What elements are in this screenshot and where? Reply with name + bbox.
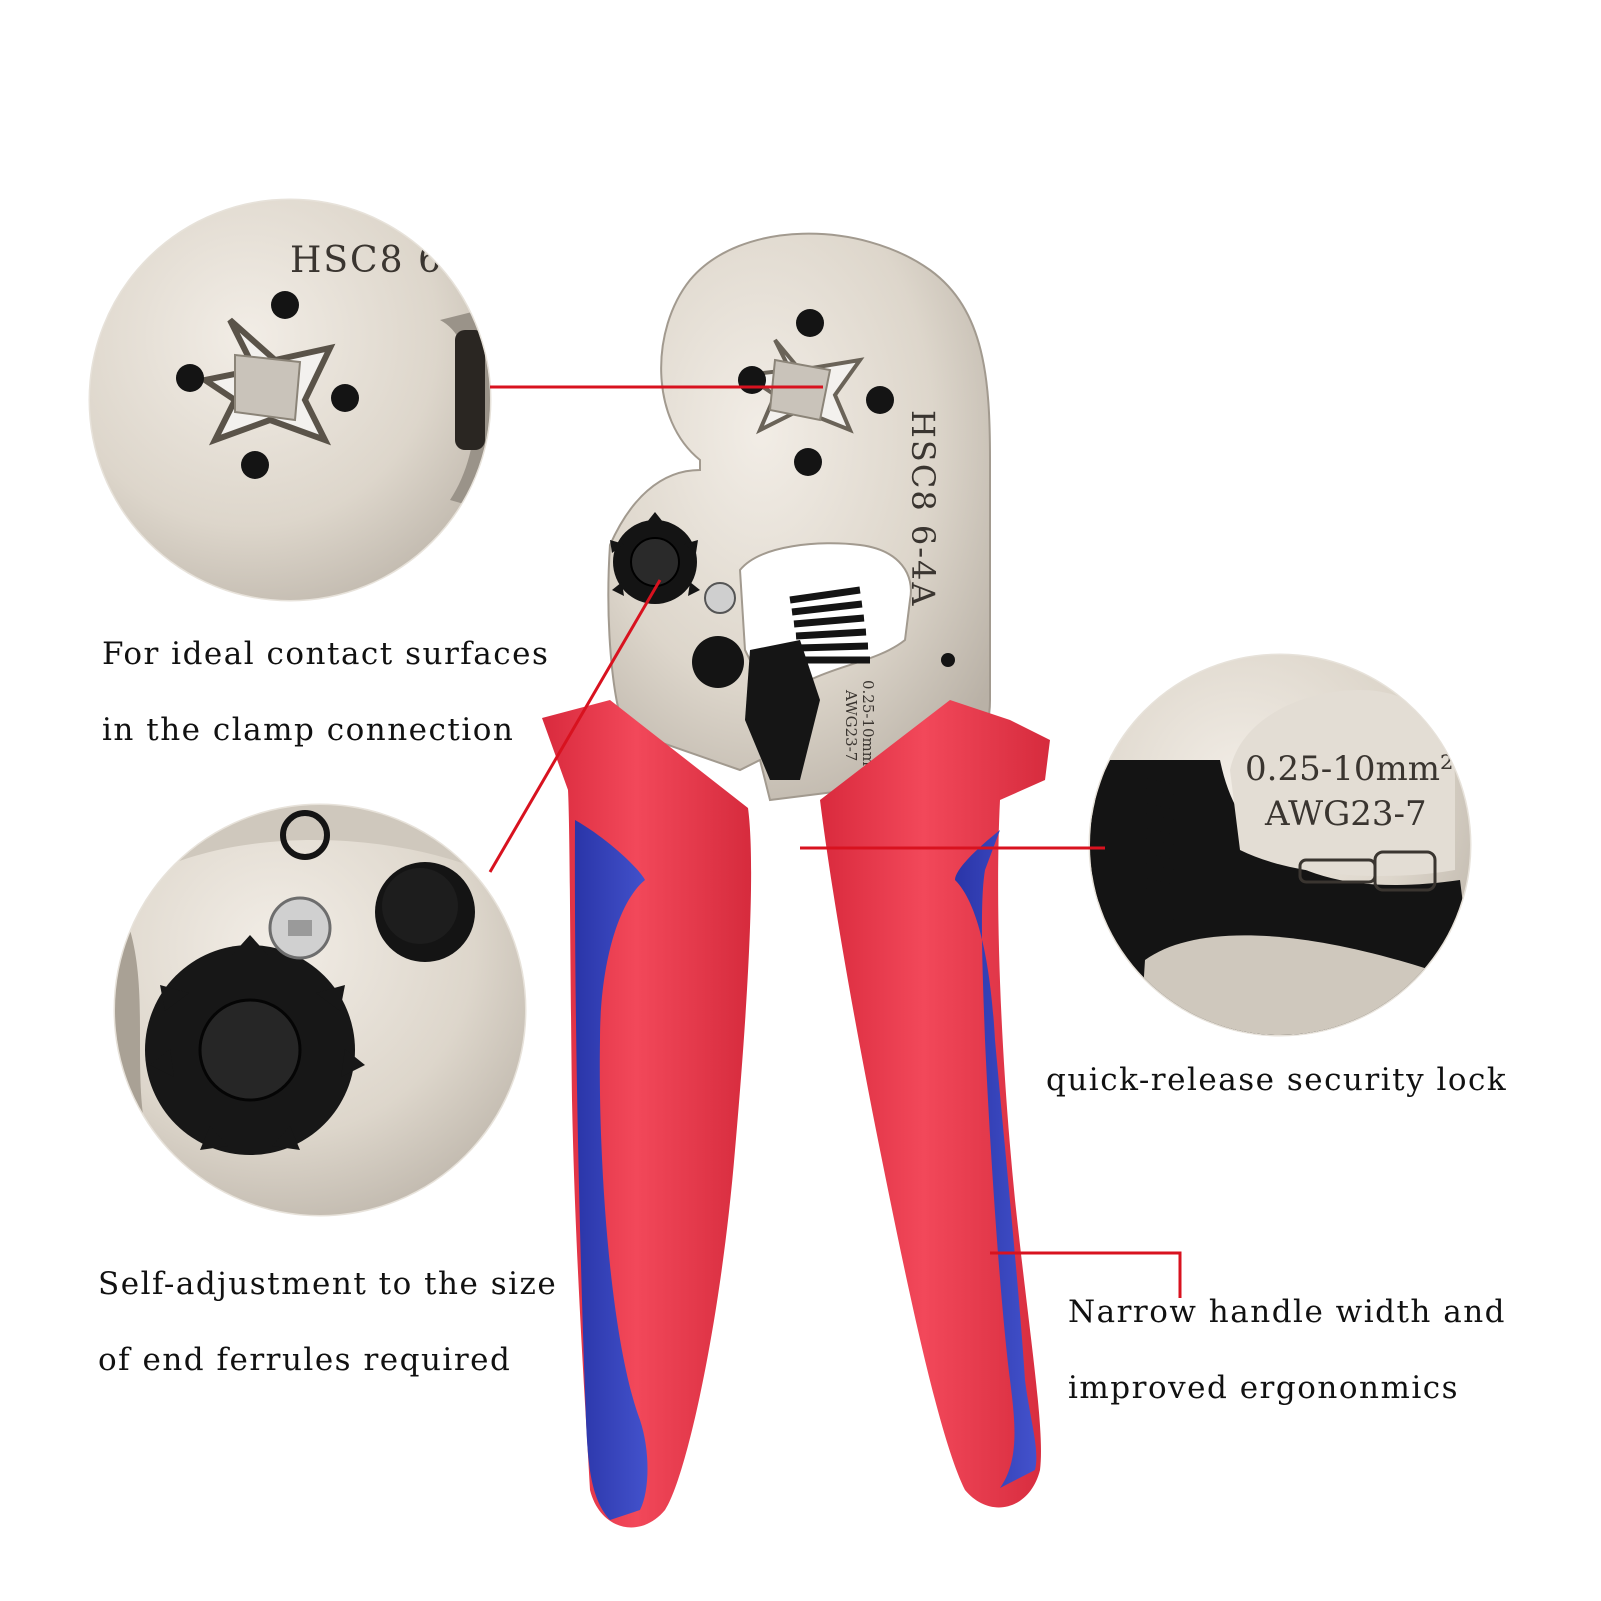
- zoom-adjustment-wheel: [113, 803, 527, 1217]
- zoom-size-marking: 0.25-10mm²: [1245, 749, 1454, 789]
- caption-handle: Narrow handle width and improved ergonon…: [1068, 1274, 1506, 1426]
- ferrule-icon: [1298, 850, 1437, 892]
- caption-handle-line2: improved ergononmics: [1068, 1370, 1460, 1406]
- right-handle: [820, 700, 1050, 1508]
- zoom-awg-marking: AWG23-7: [1264, 794, 1427, 834]
- tool-awg-marking: AWG23-7: [842, 689, 860, 761]
- zoom-spring: [1090, 765, 1177, 920]
- zoom-security-lock: 0.25-10mm² AWG23-7: [1088, 653, 1472, 1037]
- caption-contact-line1: For ideal contact surfaces: [102, 636, 550, 672]
- return-spring: [789, 586, 870, 664]
- zoom-wheel-gear: [145, 935, 365, 1155]
- caption-handle-line1: Narrow handle width and: [1068, 1294, 1507, 1330]
- zoom-crimp-die: HSC8 6: [88, 198, 492, 602]
- caption-contact: For ideal contact surfaces in the clamp …: [102, 616, 549, 768]
- caption-adjust-line2: of end ferrules required: [98, 1342, 512, 1378]
- callout-line-handle: [990, 1251, 1182, 1298]
- caption-lock-line1: quick-release security lock: [1046, 1062, 1508, 1098]
- ratchet-lever: [745, 640, 820, 780]
- left-handle: [542, 700, 752, 1528]
- tool-model-marking: HSC8 6-4A: [904, 410, 942, 607]
- crimping-plier: HSC8 6-4A 0.25-10mm² AWG23-7: [542, 232, 1050, 1528]
- tool-size-marking: 0.25-10mm²: [859, 680, 877, 772]
- caption-adjust: Self-adjustment to the size of end ferru…: [98, 1246, 557, 1398]
- caption-contact-line2: in the clamp connection: [102, 712, 515, 748]
- caption-lock: quick-release security lock: [1046, 1042, 1507, 1118]
- adjustment-wheel: [610, 512, 744, 688]
- callout-lines: [488, 385, 1182, 1298]
- caption-adjust-line1: Self-adjustment to the size: [98, 1266, 558, 1302]
- zoom-die-marking: HSC8 6: [290, 240, 443, 281]
- callout-line-wheel: [488, 579, 662, 873]
